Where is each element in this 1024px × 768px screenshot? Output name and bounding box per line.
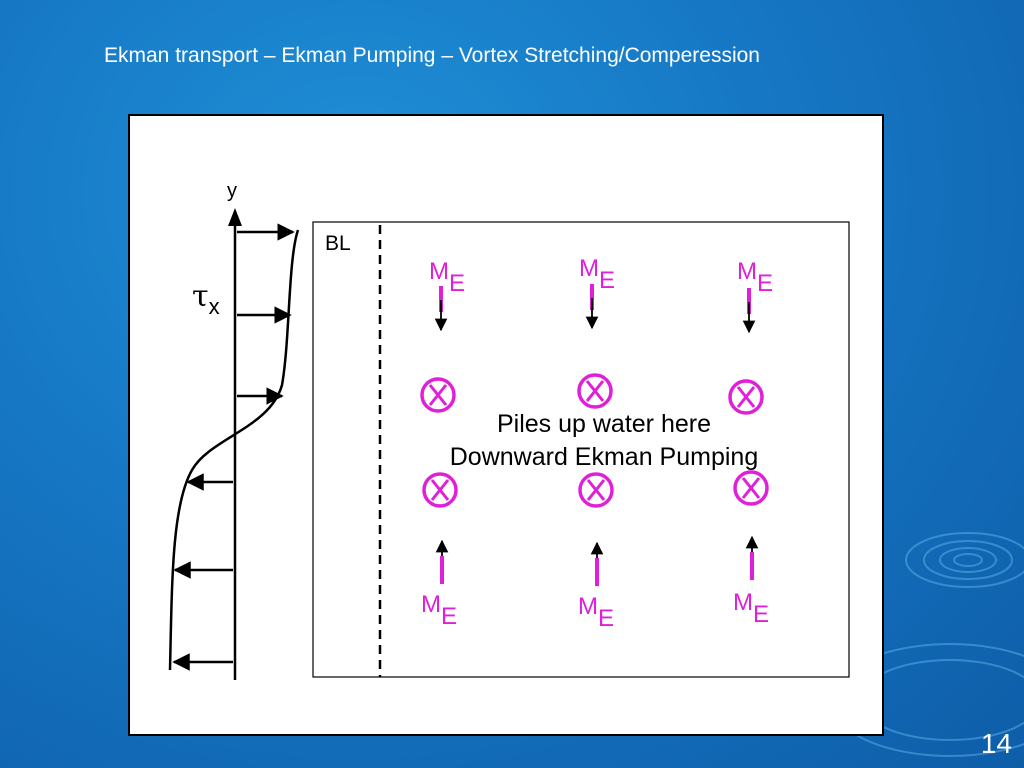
- transport-symbol: M: [733, 589, 753, 616]
- transport-symbol: M: [421, 591, 441, 618]
- stress-label: τx: [192, 279, 220, 319]
- y-axis-arrowhead: [228, 208, 242, 226]
- transport-subscript: E: [598, 605, 614, 632]
- transport-subscript: E: [449, 270, 465, 297]
- transport-subscript: E: [441, 603, 457, 630]
- transport-label: ME: [429, 258, 465, 297]
- transport-label: ME: [733, 589, 769, 628]
- ekman-transport-top-3: ME: [737, 258, 773, 334]
- transport-label: ME: [421, 591, 457, 630]
- transport-subscript: E: [753, 601, 769, 628]
- transport-symbol: M: [578, 593, 598, 620]
- into-page-symbol: [577, 373, 613, 409]
- ekman-transport-bottom-1: ME: [421, 539, 457, 630]
- ekman-transport-top-1: ME: [429, 258, 465, 332]
- into-page-symbol: [733, 470, 769, 506]
- transport-subscript: E: [757, 270, 773, 297]
- into-page-symbol: [728, 379, 764, 415]
- ekman-transport-bottom-3: ME: [733, 535, 769, 628]
- transport-label: ME: [578, 593, 614, 632]
- page-number: 14: [980, 728, 1012, 759]
- transport-symbol: M: [579, 255, 599, 282]
- diagram-panel: [128, 114, 884, 736]
- transport-label: ME: [737, 258, 773, 297]
- annotation-piles-up: Piles up water here: [497, 410, 711, 438]
- annotation-downward-pumping: Downward Ekman Pumping: [450, 443, 758, 471]
- transport-label: ME: [579, 255, 615, 294]
- into-page-symbol: [422, 472, 458, 508]
- y-axis-label: y: [227, 180, 237, 202]
- slide-title: Ekman transport – Ekman Pumping – Vortex…: [104, 44, 760, 67]
- stress-label-symbol: τ: [192, 279, 209, 314]
- transport-symbol: M: [429, 258, 449, 285]
- ekman-transport-top-2: ME: [579, 255, 615, 330]
- ocean-basin-box: [312, 221, 850, 678]
- stress-label-subscript: x: [209, 294, 220, 319]
- transport-subscript: E: [599, 267, 615, 294]
- transport-symbol: M: [737, 258, 757, 285]
- wind-stress-profile: y τx: [168, 180, 300, 680]
- into-page-symbol: [420, 377, 456, 413]
- boundary-layer-label: BL: [325, 232, 351, 255]
- into-page-symbol: [578, 472, 614, 508]
- ekman-transport-bottom-2: ME: [578, 541, 614, 632]
- stress-profile-curve: [168, 229, 300, 671]
